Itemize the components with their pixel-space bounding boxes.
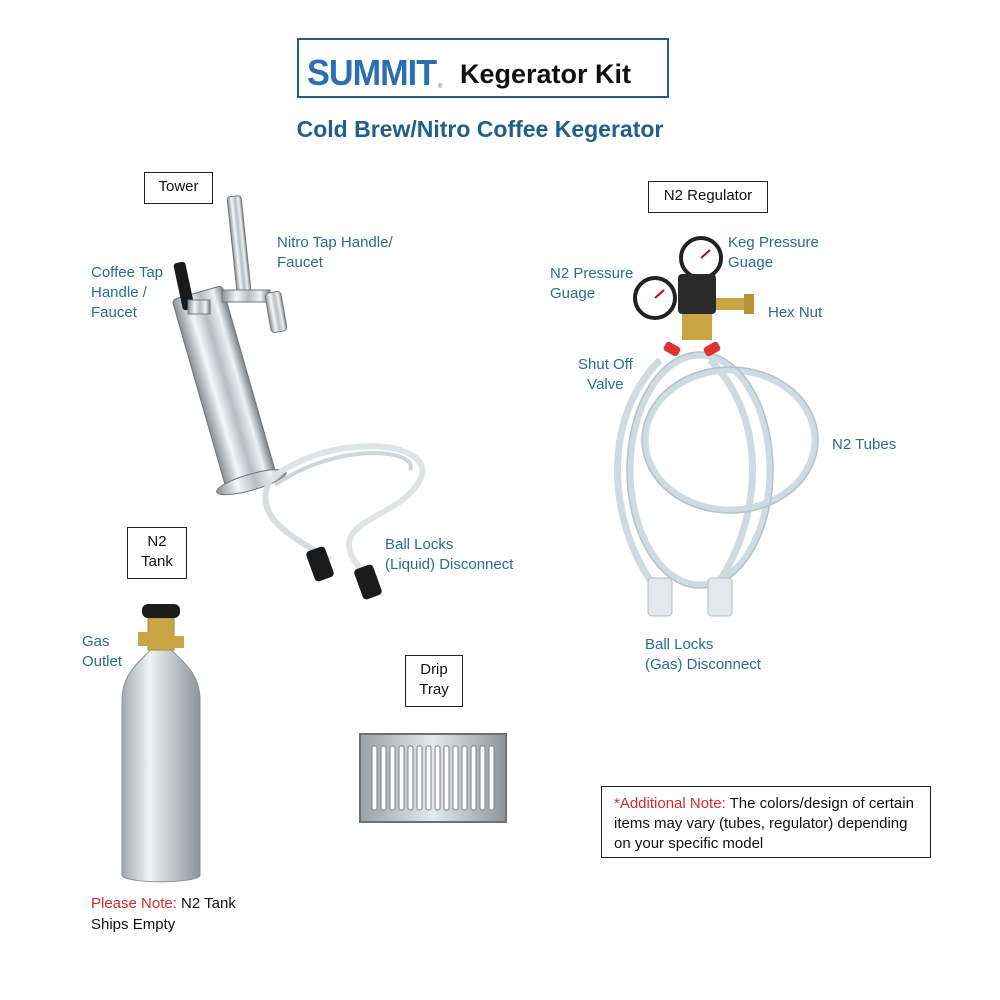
additional-note-box: *Additional Note: The colors/design of c… [601,786,931,858]
tank-note: Please Note: N2 Tank Ships Empty [91,893,236,935]
additional-note-prefix: *Additional Note: [614,795,726,812]
n2-tubes-callout: N2 Tubes [832,436,897,453]
header-box [297,38,669,98]
brand-logo: SUMMIT [307,52,437,93]
tank-note-text: N2 Tank [176,895,236,912]
n2-pressure-callout: N2 Pressure Guage [550,265,634,302]
tower-illustration [172,195,426,600]
keg-pressure-callout: Keg Pressure Guage [728,234,819,271]
ball-locks-liquid-callout: Ball Locks (Liquid) Disconnect [385,536,514,573]
hex-nut-callout: Hex Nut [768,304,823,321]
coffee-tap-callout: Coffee Tap Handle / Faucet [91,264,164,321]
tank-label: N2 Tank [127,527,187,579]
additional-note-text: The colors/design of certain items may v… [614,795,914,852]
brand-registered-mark: ® [438,84,443,90]
drip-tray-illustration [359,733,507,823]
page-subtitle: Cold Brew/Nitro Coffee Kegerator [296,116,664,142]
gas-outlet-callout: Gas Outlet [82,633,123,670]
drip-tray-label: Drip Tray [405,655,463,707]
tank-note-prefix: Please Note: [91,895,177,912]
ball-locks-gas-callout: Ball Locks (Gas) Disconnect [645,636,761,673]
regulator-illustration [614,236,819,617]
tank-note-line2: Ships Empty [91,916,176,933]
n2-tank-illustration [121,604,201,883]
nitro-tap-callout: Nitro Tap Handle/ Faucet [277,234,393,271]
shut-off-callout: Shut Off Valve [578,356,633,393]
regulator-label: N2 Regulator [648,181,768,213]
tower-label: Tower [144,172,213,204]
page-title: Kegerator Kit [460,59,632,89]
